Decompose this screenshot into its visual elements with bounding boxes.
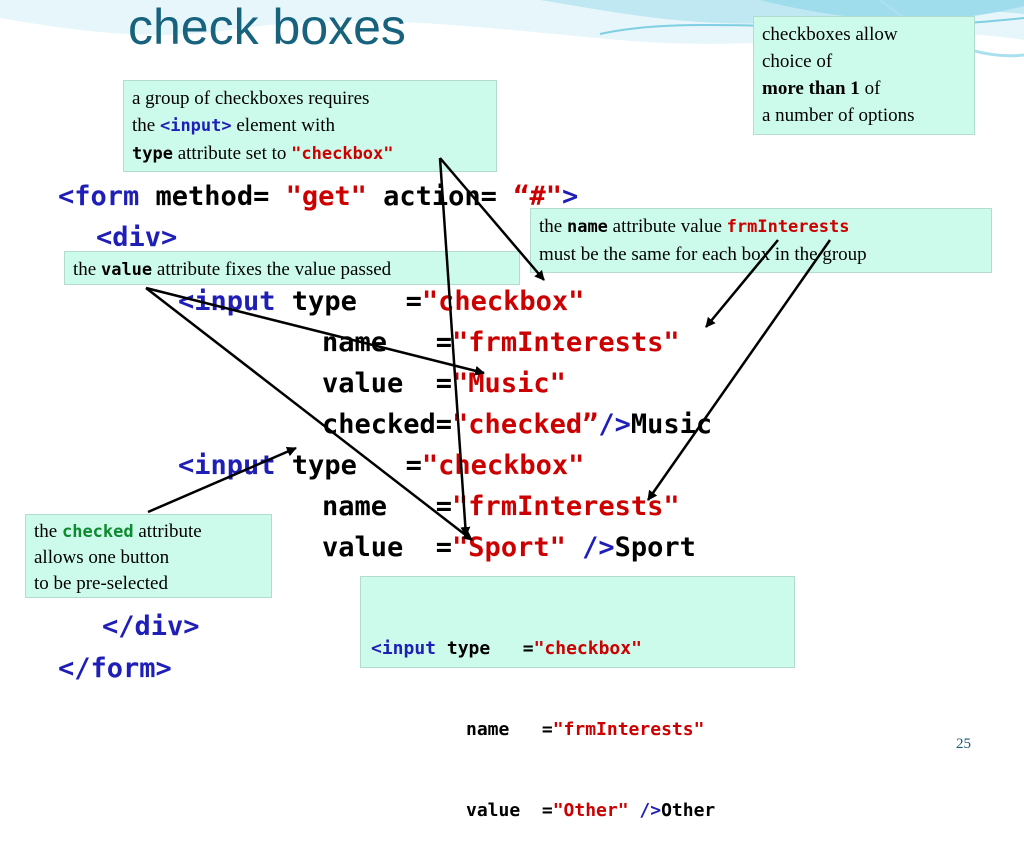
code-attr: value = (322, 532, 453, 563)
code-value: "checkbox" (421, 286, 585, 317)
code-line-form-open: <form method= "get" action= “#"> (58, 176, 578, 217)
note-line: the checked attribute (34, 519, 263, 545)
code-value: "frmInterests" (552, 719, 705, 740)
code-tag: /> (565, 532, 615, 563)
code-tag: > (561, 181, 579, 212)
note-line: type attribute set to "checkbox" (132, 140, 488, 168)
code-tag: <form (58, 181, 140, 212)
note-line: more than 1 of (762, 75, 966, 102)
code-value: "Other" (552, 800, 629, 821)
code-value: "get" (285, 181, 367, 212)
code-value: "checkbox" (533, 638, 642, 659)
code-tag: </div> (102, 611, 200, 642)
note-checked-attribute: the checked attribute allows one button … (25, 514, 272, 598)
note-checkboxes-allow: checkboxes allow choice of more than 1 o… (753, 16, 975, 135)
code-tag: <div> (96, 222, 178, 253)
note-code: "checkbox" (291, 144, 394, 164)
code-attr: value = (322, 368, 453, 399)
slide-title: check boxes (128, 0, 406, 55)
code-text: Other (661, 800, 716, 821)
note-text: attribute fixes the value passed (152, 259, 392, 280)
note-text: the (34, 521, 62, 542)
code-line-input2-type: <input type ="checkbox" (178, 445, 584, 486)
code-value: "Sport" (452, 532, 566, 563)
note-bold-text: more than 1 (762, 78, 860, 99)
note-text: the (132, 115, 160, 136)
note-line: choice of (762, 51, 833, 72)
code-line-div-close: </div> (102, 606, 200, 647)
code-tag: <input (178, 450, 276, 481)
code-attr: action= (366, 181, 514, 212)
code-line-input2-value: value ="Sport" />Sport (322, 527, 696, 568)
note-text: the (539, 216, 567, 237)
code-attr: type = (275, 286, 422, 317)
note-code: name (566, 217, 608, 237)
code-value: "frmInterests" (452, 491, 680, 522)
code-line-input1-type: <input type ="checkbox" (178, 281, 584, 322)
code-attr: type = (275, 450, 422, 481)
note-code: frmInterests (726, 217, 850, 237)
snippet-line: <input type ="checkbox" (371, 635, 784, 662)
note-line: to be pre-selected (34, 573, 168, 594)
code-attr: checked= (322, 409, 453, 440)
code-attr: name = (466, 719, 553, 740)
note-name-attribute: the name attribute value frmInterests mu… (530, 208, 992, 273)
note-text: of (859, 78, 881, 99)
code-value: "frmInterests" (452, 327, 680, 358)
code-snippet-other: <input type ="checkbox" name ="frmIntere… (360, 576, 795, 821)
code-value: "checkbox" (421, 450, 585, 481)
code-value: "checked” (452, 409, 599, 440)
note-code: value (100, 260, 153, 280)
code-attr: value = (466, 800, 553, 821)
code-line-input1-name: name ="frmInterests" (322, 322, 680, 363)
code-attr: name = (322, 491, 453, 522)
note-line: the name attribute value frmInterests (539, 213, 983, 241)
note-line: a number of options (762, 105, 915, 126)
code-text: Sport (614, 532, 696, 563)
note-code: type (132, 144, 173, 164)
note-text: attribute (133, 521, 202, 542)
code-tag: /> (598, 409, 631, 440)
code-tag: <input (371, 638, 437, 659)
page-number: 25 (956, 736, 971, 752)
code-attr: method= (139, 181, 286, 212)
code-line-input2-name: name ="frmInterests" (322, 486, 680, 527)
snippet-line: name ="frmInterests" (371, 716, 784, 743)
note-line: allows one button (34, 547, 170, 568)
note-line: the <input> element with (132, 112, 488, 140)
note-line: the value attribute fixes the value pass… (73, 256, 511, 284)
note-text: attribute value (607, 216, 727, 237)
code-line-div-open: <div> (96, 217, 177, 258)
snippet-line: value ="Other" />Other (371, 797, 784, 824)
code-attr: name = (322, 327, 453, 358)
code-value: "Music" (452, 368, 566, 399)
code-tag: /> (628, 800, 662, 821)
note-line: a group of checkboxes requires (132, 88, 370, 109)
note-text: element with (231, 115, 336, 136)
note-code: <input> (159, 116, 232, 136)
code-value: “#" (513, 181, 562, 212)
note-text: the (73, 259, 101, 280)
note-line: checkboxes allow (762, 24, 898, 45)
note-code: checked (61, 522, 134, 542)
code-text: Music (630, 409, 713, 440)
note-group-requires: a group of checkboxes requires the <inpu… (123, 80, 497, 172)
code-attr: type = (436, 638, 534, 659)
code-line-input1-checked: checked="checked”/>Music (322, 404, 712, 445)
note-line: must be the same for each box in the gro… (539, 244, 867, 265)
code-line-input1-value: value ="Music" (322, 363, 566, 404)
code-tag: <input (178, 286, 276, 317)
code-tag: </form> (58, 653, 172, 684)
code-line-form-close: </form> (58, 648, 172, 689)
note-text: attribute set to (172, 143, 292, 164)
